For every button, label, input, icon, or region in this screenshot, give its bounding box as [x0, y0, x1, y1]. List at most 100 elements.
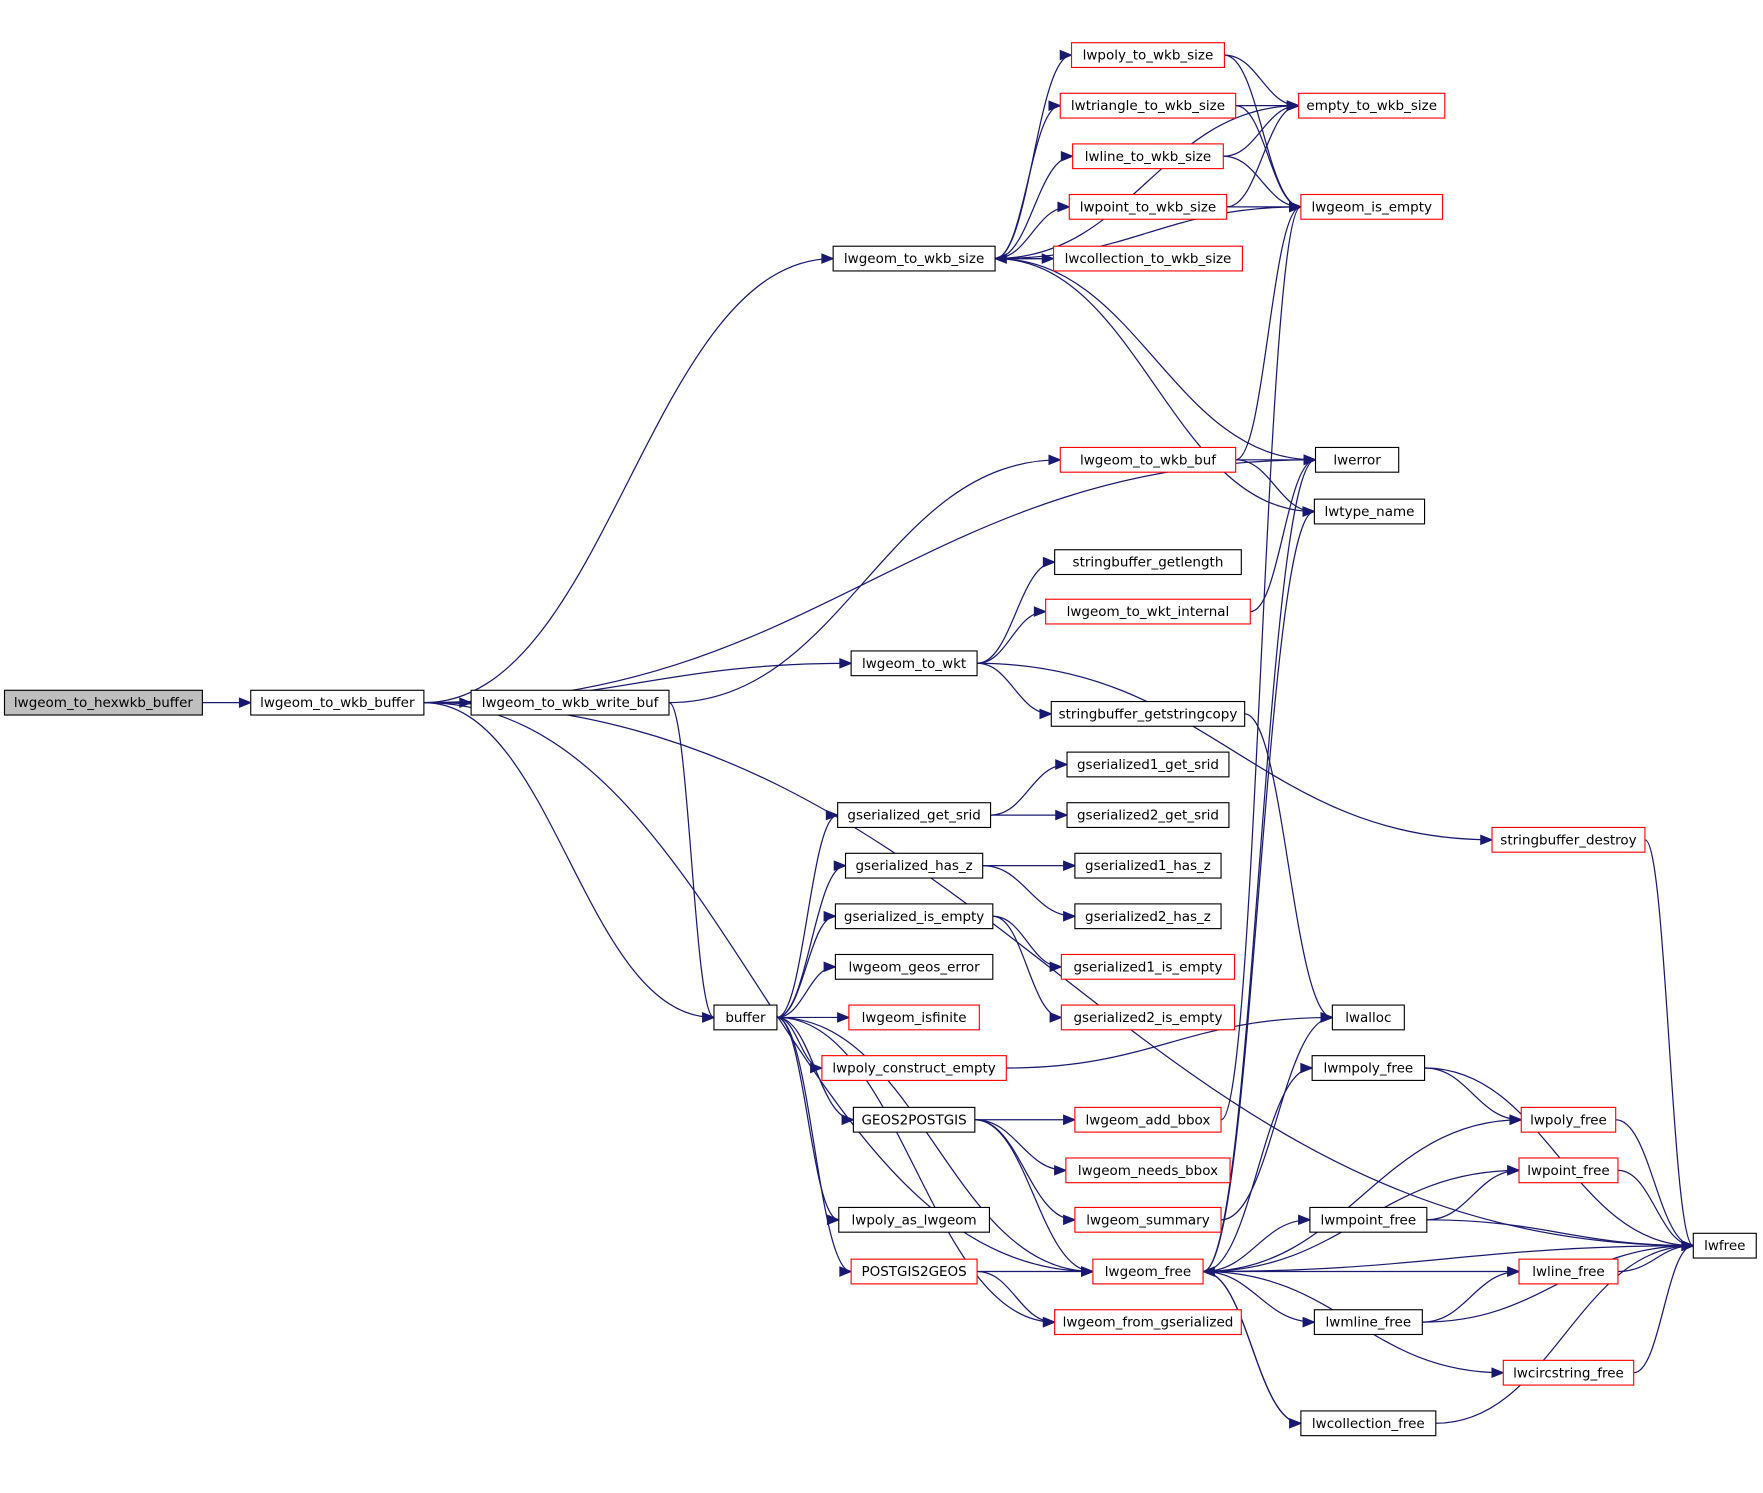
node-postgis2geos[interactable]: POSTGIS2GEOS [850, 1258, 978, 1285]
edge-lwgeom_to_wkb_buf-to-lwgeom_is_empty [1235, 206, 1302, 461]
node-lwtype-name[interactable]: lwtype_name [1313, 498, 1426, 525]
arrowhead-icon [823, 961, 837, 973]
node-label: lwpoly_construct_empty [832, 1061, 995, 1077]
node-buffer[interactable]: buffer [713, 1004, 778, 1031]
arrowhead-icon [839, 657, 853, 669]
arrowhead-icon [702, 1012, 716, 1023]
node-lwmline-free[interactable]: lwmline_free [1313, 1309, 1423, 1336]
edge-buffer-to-gserialized_is_empty [776, 915, 836, 1019]
arrowhead-icon [1298, 1214, 1312, 1226]
node-lwgeom-to-wkb-write-buf[interactable]: lwgeom_to_wkb_write_buf [470, 689, 670, 716]
node-lwgeom-to-wkb-size[interactable]: lwgeom_to_wkb_size [832, 245, 996, 272]
node-lwtriangle-to-wkb-size[interactable]: lwtriangle_to_wkb_size [1059, 92, 1237, 119]
edge-lwcollection_free-to-lwgeom_free [1203, 1270, 1301, 1424]
node-lwmpoly-free[interactable]: lwmpoly_free [1311, 1055, 1426, 1081]
arrowhead-icon [1042, 1316, 1057, 1328]
arrowhead-icon [1055, 759, 1069, 770]
node-box [1059, 446, 1237, 473]
node-lwgeom-to-wkb-buffer[interactable]: lwgeom_to_wkb_buffer [250, 689, 425, 716]
node-label: POSTGIS2GEOS [861, 1264, 966, 1280]
arrowhead-icon [1033, 606, 1048, 617]
node-lwgeom-add-bbox[interactable]: lwgeom_add_bbox [1074, 1106, 1222, 1133]
edge-lwgeom_free-to-lwpoly_free [1203, 1119, 1522, 1273]
node-gserialized1-get-srid[interactable]: gserialized1_get_srid [1066, 751, 1230, 778]
arrowhead-icon [1491, 1367, 1505, 1379]
node-lwpoly-construct-empty[interactable]: lwpoly_construct_empty [821, 1055, 1007, 1081]
edge-lwcircstring_free-to-lwfree [1633, 1245, 1694, 1374]
node-label: lwmpoly_free [1323, 1061, 1413, 1077]
node-box [1311, 1055, 1426, 1081]
arrowhead-icon [1049, 961, 1063, 973]
node-box [1300, 1410, 1437, 1437]
node-geos2postgis[interactable]: GEOS2POSTGIS [852, 1106, 976, 1133]
node-lwgeom-is-empty[interactable]: lwgeom_is_empty [1300, 193, 1444, 220]
node-gserialized1-has-z[interactable]: gserialized1_has_z [1074, 852, 1222, 879]
node-lwgeom-summary[interactable]: lwgeom_summary [1074, 1206, 1222, 1233]
node-lwgeom-to-wkt[interactable]: lwgeom_to_wkt [850, 650, 978, 677]
arrowhead-icon [1054, 1165, 1068, 1176]
node-box [1518, 1258, 1619, 1285]
node-lwline-free[interactable]: lwline_free [1518, 1258, 1619, 1285]
node-box [837, 802, 992, 829]
node-lwpoly-to-wkb-size[interactable]: lwpoly_to_wkb_size [1070, 42, 1225, 69]
edge-lwgeom_to_wkb_size-to-lwtype_name [995, 257, 1315, 513]
node-lwcollection-free[interactable]: lwcollection_free [1300, 1410, 1437, 1437]
arrowhead-icon [1048, 100, 1062, 112]
edge-lwpoly_free-to-lwfree [1615, 1119, 1694, 1247]
arrowhead-icon [837, 1012, 851, 1023]
arrowhead-icon [1063, 860, 1077, 871]
node-label: lwmpoint_free [1321, 1212, 1417, 1228]
node-lwerror[interactable]: lwerror [1314, 446, 1400, 473]
node-lwgeom-from-gserialized[interactable]: lwgeom_from_gserialized [1054, 1309, 1242, 1336]
node-lwgeom-needs-bbox[interactable]: lwgeom_needs_bbox [1065, 1157, 1231, 1184]
edge-GEOS2POSTGIS-to-lwgeom_needs_bbox [974, 1119, 1066, 1171]
node-lwgeom-isfinite[interactable]: lwgeom_isfinite [848, 1004, 980, 1031]
node-lwgeom-geos-error[interactable]: lwgeom_geos_error [834, 953, 994, 980]
node-box [1309, 1206, 1428, 1233]
node-box [848, 1004, 980, 1031]
node-stringbuffer-destroy[interactable]: stringbuffer_destroy [1491, 826, 1646, 853]
node-box [1298, 92, 1446, 119]
node-gserialized-is-empty[interactable]: gserialized_is_empty [834, 903, 994, 930]
arrowhead-icon [1042, 556, 1057, 568]
node-label: lwpoly_free [1530, 1112, 1607, 1128]
node-lwgeom-to-wkt-internal[interactable]: lwgeom_to_wkt_internal [1045, 598, 1251, 625]
node-lwpoly-free[interactable]: lwpoly_free [1520, 1106, 1617, 1133]
node-label: gserialized1_get_srid [1077, 757, 1219, 773]
node-gserialized1-is-empty[interactable]: gserialized1_is_empty [1060, 953, 1236, 980]
node-gserialized-has-z[interactable]: gserialized_has_z [844, 852, 984, 879]
node-label: lwcollection_free [1312, 1416, 1425, 1432]
node-lwgeom-free[interactable]: lwgeom_free [1092, 1258, 1204, 1285]
node-lwfree[interactable]: lwfree [1692, 1232, 1757, 1259]
arrowhead-icon [823, 910, 837, 922]
node-lwcircstring-free[interactable]: lwcircstring_free [1502, 1359, 1635, 1386]
node-label: gserialized_get_srid [847, 808, 980, 824]
node-gserialized-get-srid[interactable]: gserialized_get_srid [837, 802, 992, 829]
node-lwalloc[interactable]: lwalloc [1331, 1004, 1405, 1031]
node-lwline-to-wkb-size[interactable]: lwline_to_wkb_size [1072, 143, 1224, 170]
node-lwcollection-to-wkb-size[interactable]: lwcollection_to_wkb_size [1052, 245, 1243, 272]
node-label: lwgeom_summary [1086, 1212, 1209, 1228]
node-lwgeom-to-wkb-buf[interactable]: lwgeom_to_wkb_buf [1059, 446, 1237, 473]
node-gserialized2-get-srid[interactable]: gserialized2_get_srid [1066, 802, 1230, 829]
node-stringbuffer-getstringcopy[interactable]: stringbuffer_getstringcopy [1050, 700, 1246, 727]
node-label: lwtype_name [1325, 504, 1415, 520]
node-lwpoint-free[interactable]: lwpoint_free [1518, 1157, 1619, 1184]
node-lwpoint-to-wkb-size[interactable]: lwpoint_to_wkb_size [1068, 193, 1228, 220]
node-label: lwcollection_to_wkb_size [1065, 251, 1232, 267]
edge-buffer-to-lwgeom_from_gserialized [776, 1016, 1055, 1323]
edge-lwgeom_to_wkb_write_buf-to-buffer [668, 702, 715, 1019]
edge-lwpoly_to_wkb_size-to-lwgeom_is_empty [1224, 54, 1301, 208]
node-gserialized2-is-empty[interactable]: gserialized2_is_empty [1060, 1004, 1236, 1031]
arrowhead-icon [839, 1266, 853, 1277]
node-box [834, 953, 994, 980]
arrowhead-icon [1081, 1266, 1095, 1277]
node-stringbuffer-getlength[interactable]: stringbuffer_getlength [1054, 549, 1242, 576]
node-box [1331, 1004, 1405, 1031]
node-empty-to-wkb-size[interactable]: empty_to_wkb_size [1298, 92, 1446, 119]
node-lwmpoint-free[interactable]: lwmpoint_free [1309, 1206, 1428, 1233]
node-box [852, 1106, 976, 1133]
node-gserialized2-has-z[interactable]: gserialized2_has_z [1074, 903, 1222, 930]
node-lwpoly-as-lwgeom[interactable]: lwpoly_as_lwgeom [838, 1206, 991, 1233]
